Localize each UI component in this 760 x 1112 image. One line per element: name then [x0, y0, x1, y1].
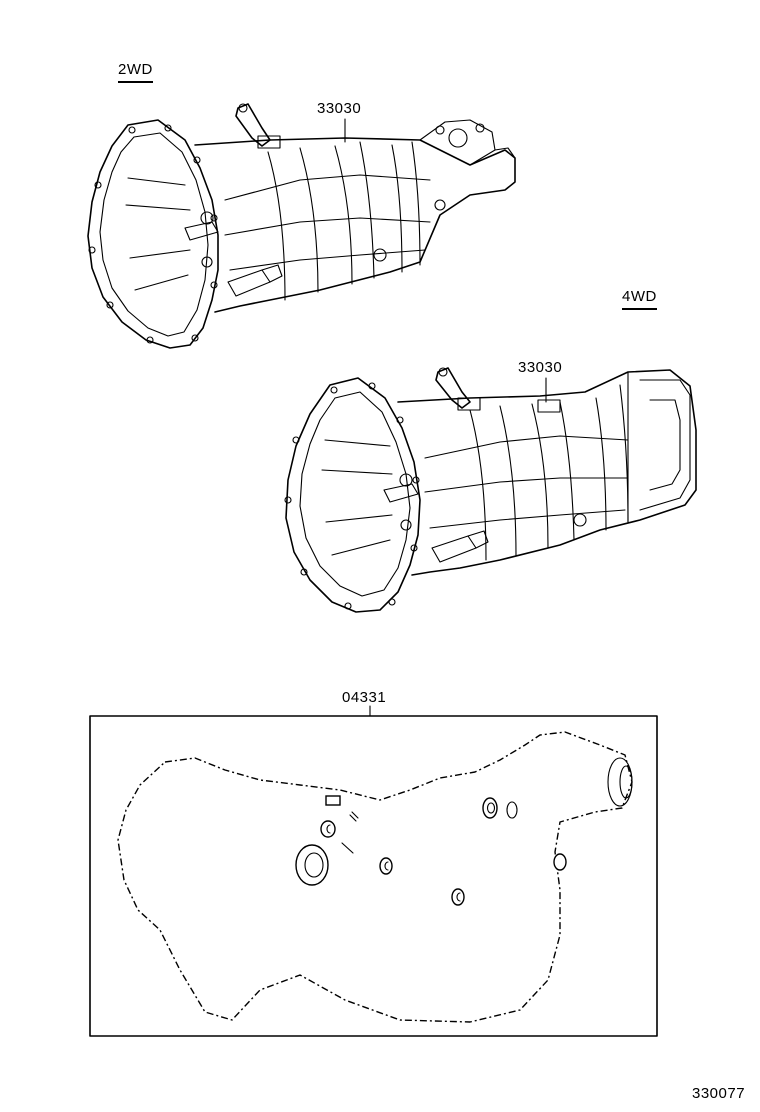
part-number-4wd-transmission: 33030	[518, 359, 563, 376]
gasket-kit-icon	[89, 705, 658, 1037]
figure-number: 330077	[692, 1085, 746, 1102]
transmission-4wd-icon	[284, 367, 697, 613]
part-number-2wd-transmission: 33030	[317, 100, 362, 117]
label-2wd: 2WD	[118, 62, 153, 83]
part-number-gasket-kit: 04331	[342, 689, 387, 706]
label-4wd: 4WD	[622, 289, 657, 310]
transmission-2wd-icon	[87, 103, 516, 349]
